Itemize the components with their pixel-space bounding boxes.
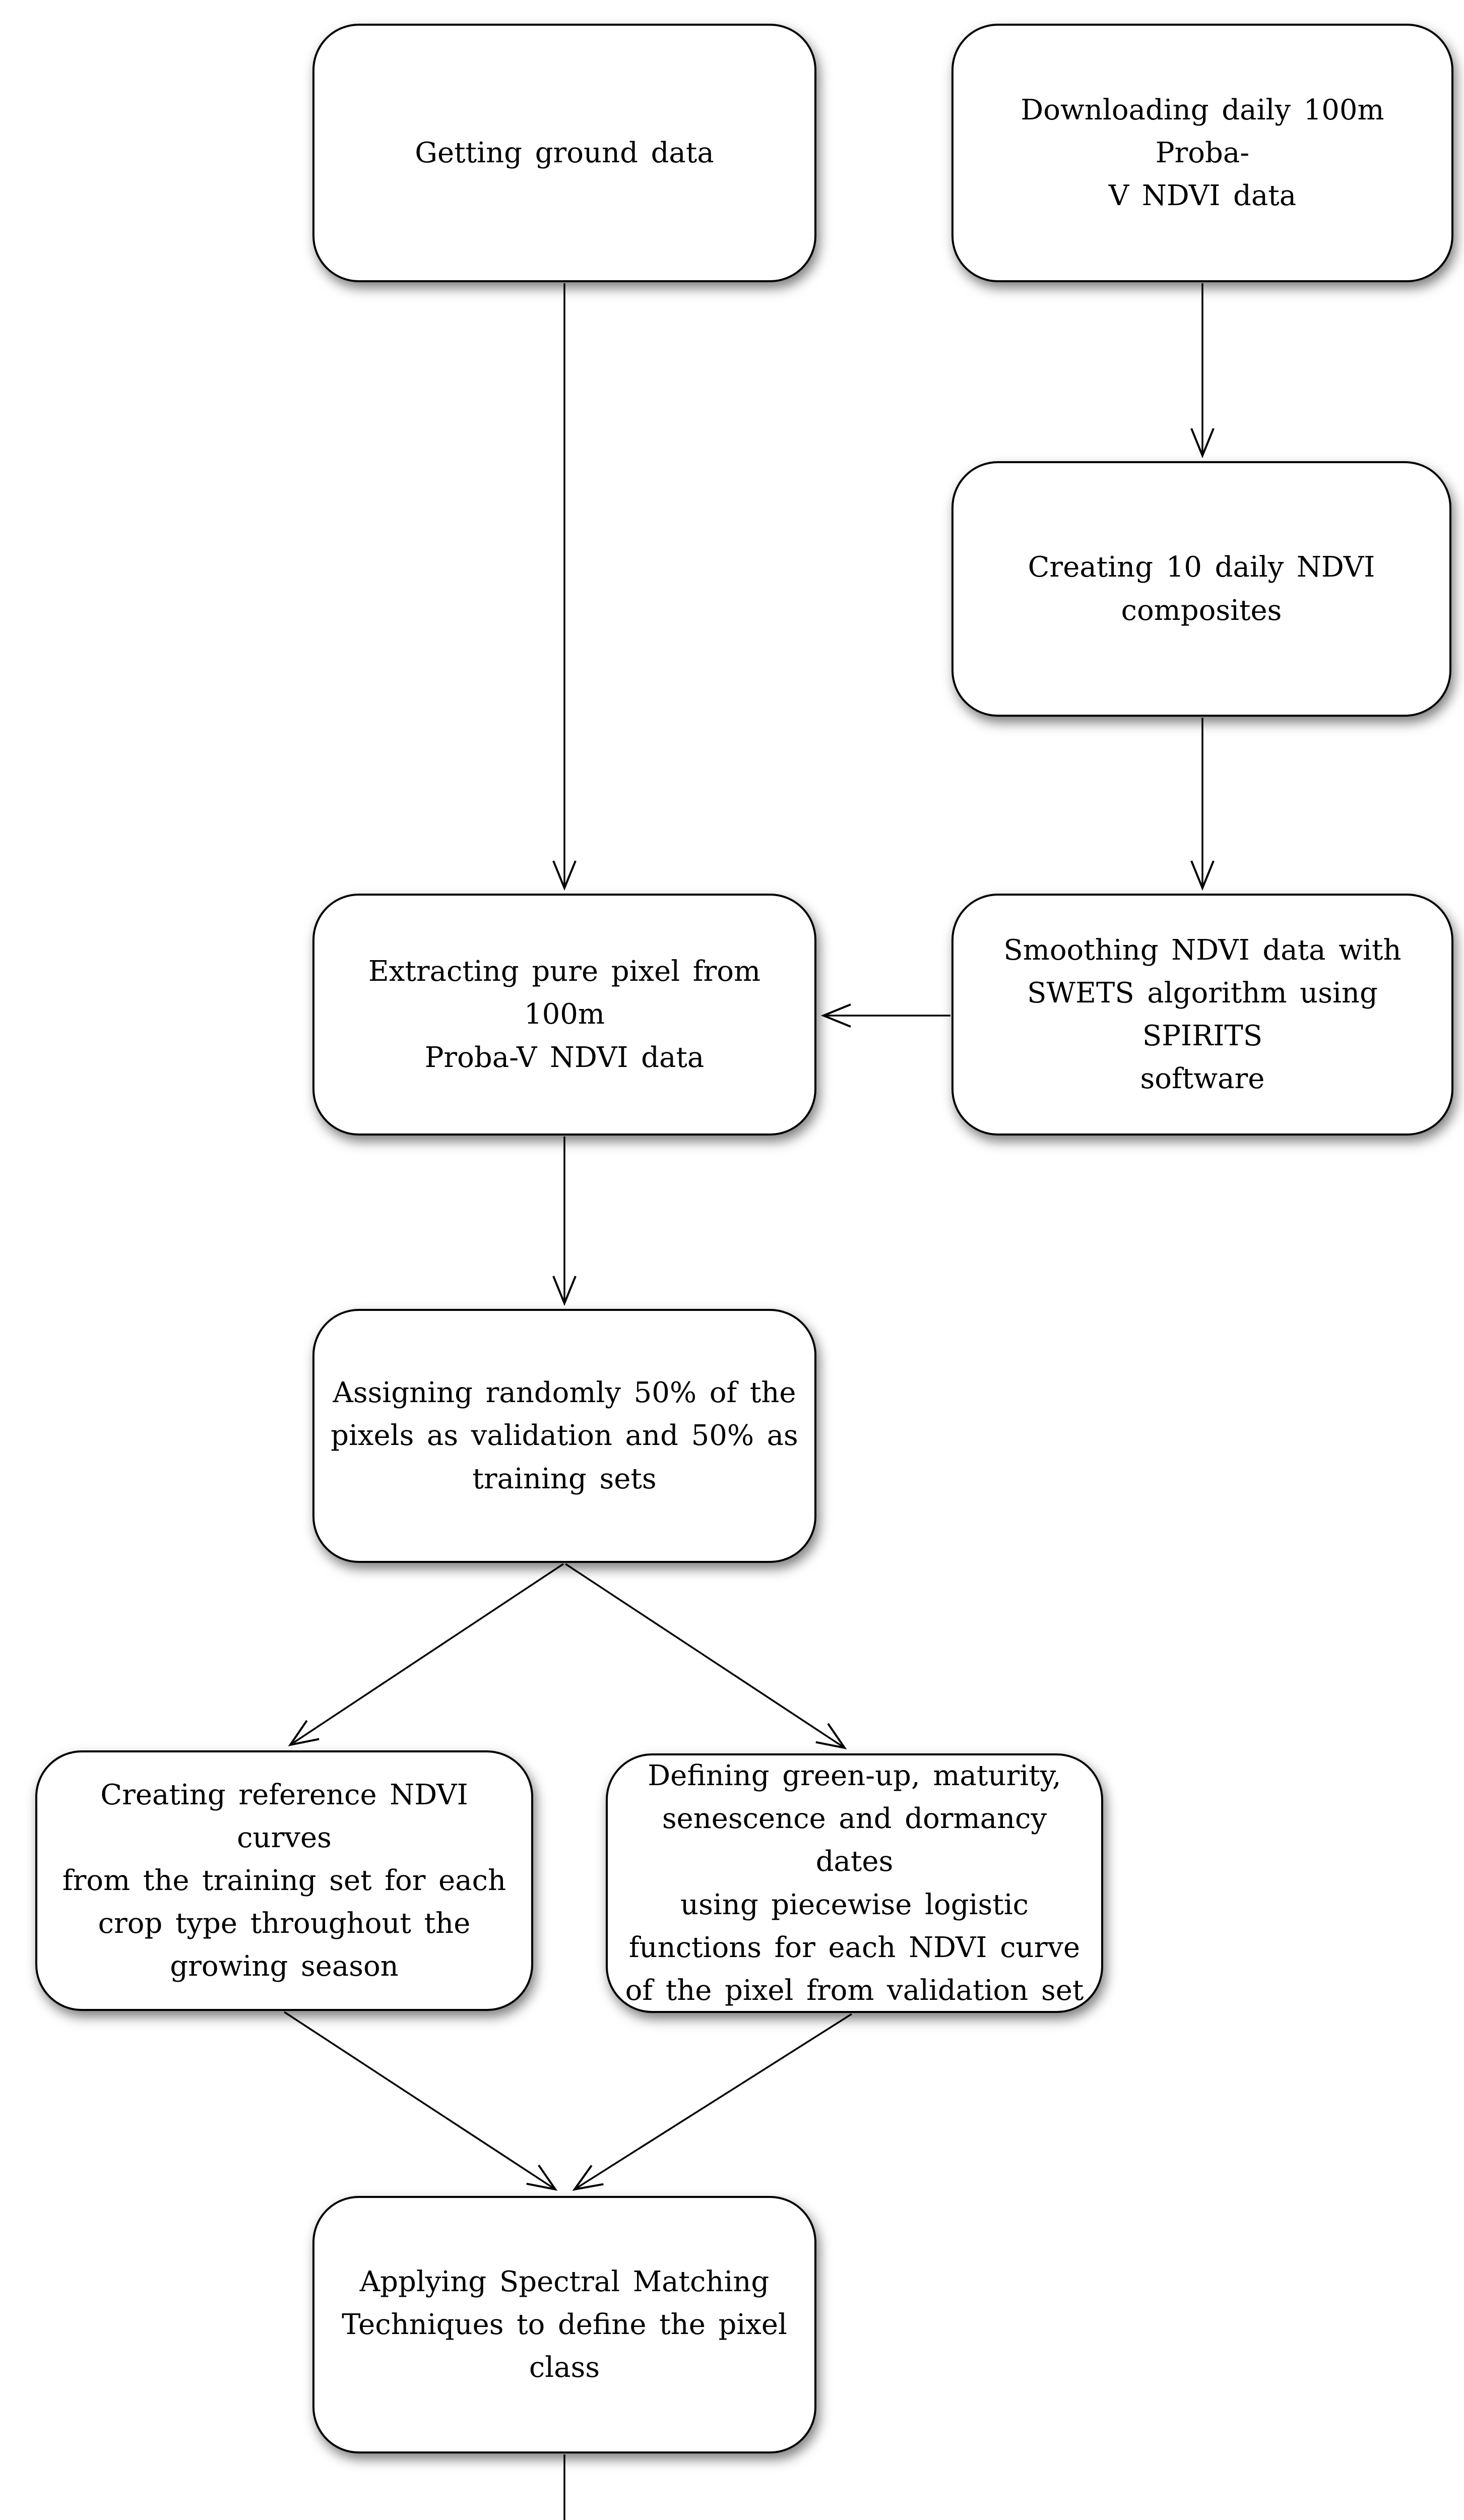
node-assigning-validation-training-sets: Assigning randomly 50% of the pixels as … <box>312 1309 816 1563</box>
node-creating-reference-ndvi-curves: Creating reference NDVI curves from the … <box>35 1750 533 2011</box>
node-defining-phenology-dates: Defining green-up, maturity, senescence … <box>606 1753 1103 2013</box>
node-applying-spectral-matching: Applying Spectral Matching Techniques to… <box>312 2196 816 2453</box>
arrow-assign-sets-to-reference-curves <box>288 1563 564 1746</box>
node-getting-ground-data: Getting ground data <box>312 24 816 282</box>
arrow-reference-curves-to-smt <box>284 2011 558 2191</box>
node-smoothing-ndvi-swets: Smoothing NDVI data with SWETS algorithm… <box>951 894 1453 1136</box>
arrow-assign-sets-to-pheno-dates <box>565 1563 847 1749</box>
node-creating-ndvi-composites: Creating 10 daily NDVI composites <box>951 461 1451 717</box>
node-extracting-pure-pixel: Extracting pure pixel from 100m Proba-V … <box>312 894 816 1136</box>
node-downloading-daily-ndvi: Downloading daily 100m Proba- V NDVI dat… <box>951 24 1453 282</box>
arrow-pheno-dates-to-smt <box>572 2013 852 2191</box>
